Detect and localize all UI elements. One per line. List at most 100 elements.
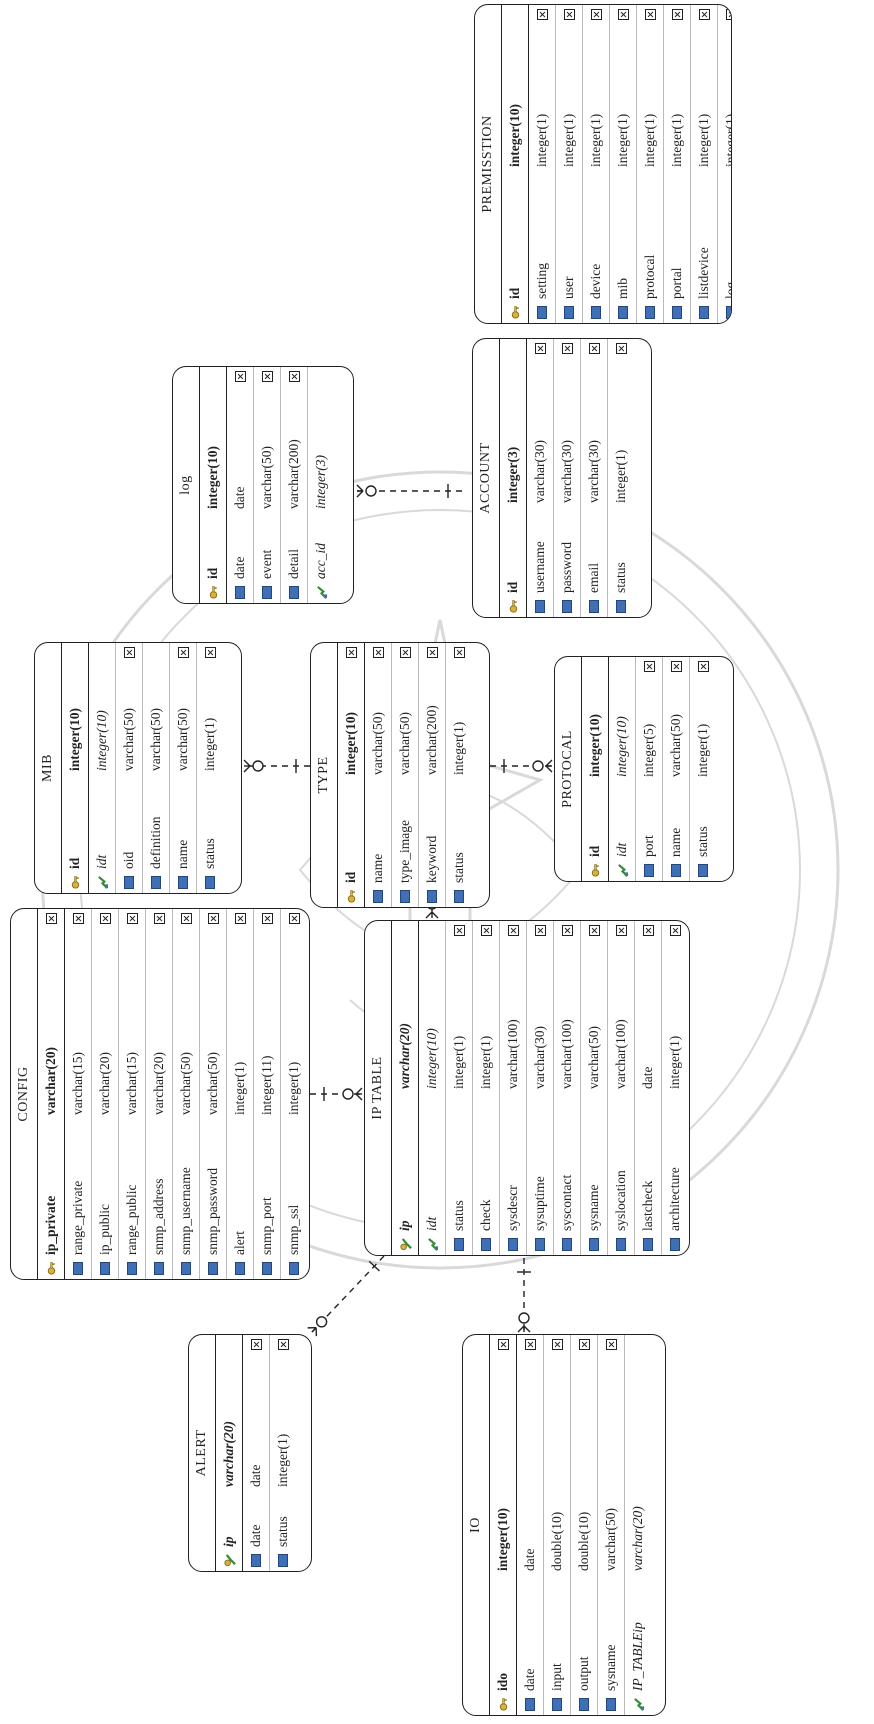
column-type: varchar(30) (532, 359, 548, 503)
not-null-icon (643, 921, 654, 941)
column-icon (208, 1259, 218, 1279)
column-type: varchar(20) (43, 929, 59, 1115)
column-name: snmp_username (178, 1115, 194, 1259)
column-name: idt (614, 777, 630, 861)
key-icon (497, 1695, 510, 1715)
column-icon (562, 597, 572, 617)
column-icon (606, 1695, 616, 1715)
column-icon (454, 887, 464, 907)
column-icon (154, 1259, 164, 1279)
column-name: status (451, 775, 467, 887)
key-icon (45, 1259, 58, 1279)
column-name: setting (534, 167, 550, 303)
not-null-icon (400, 643, 411, 663)
not-null-icon (454, 921, 465, 941)
not-null-icon (606, 1335, 617, 1355)
not-null-icon (644, 657, 655, 677)
not-null-icon (671, 657, 682, 677)
column-type: double(10) (576, 1355, 592, 1571)
not-null-icon (698, 657, 709, 677)
column-type: varchar(50) (259, 387, 275, 509)
column-type: date (248, 1355, 264, 1487)
